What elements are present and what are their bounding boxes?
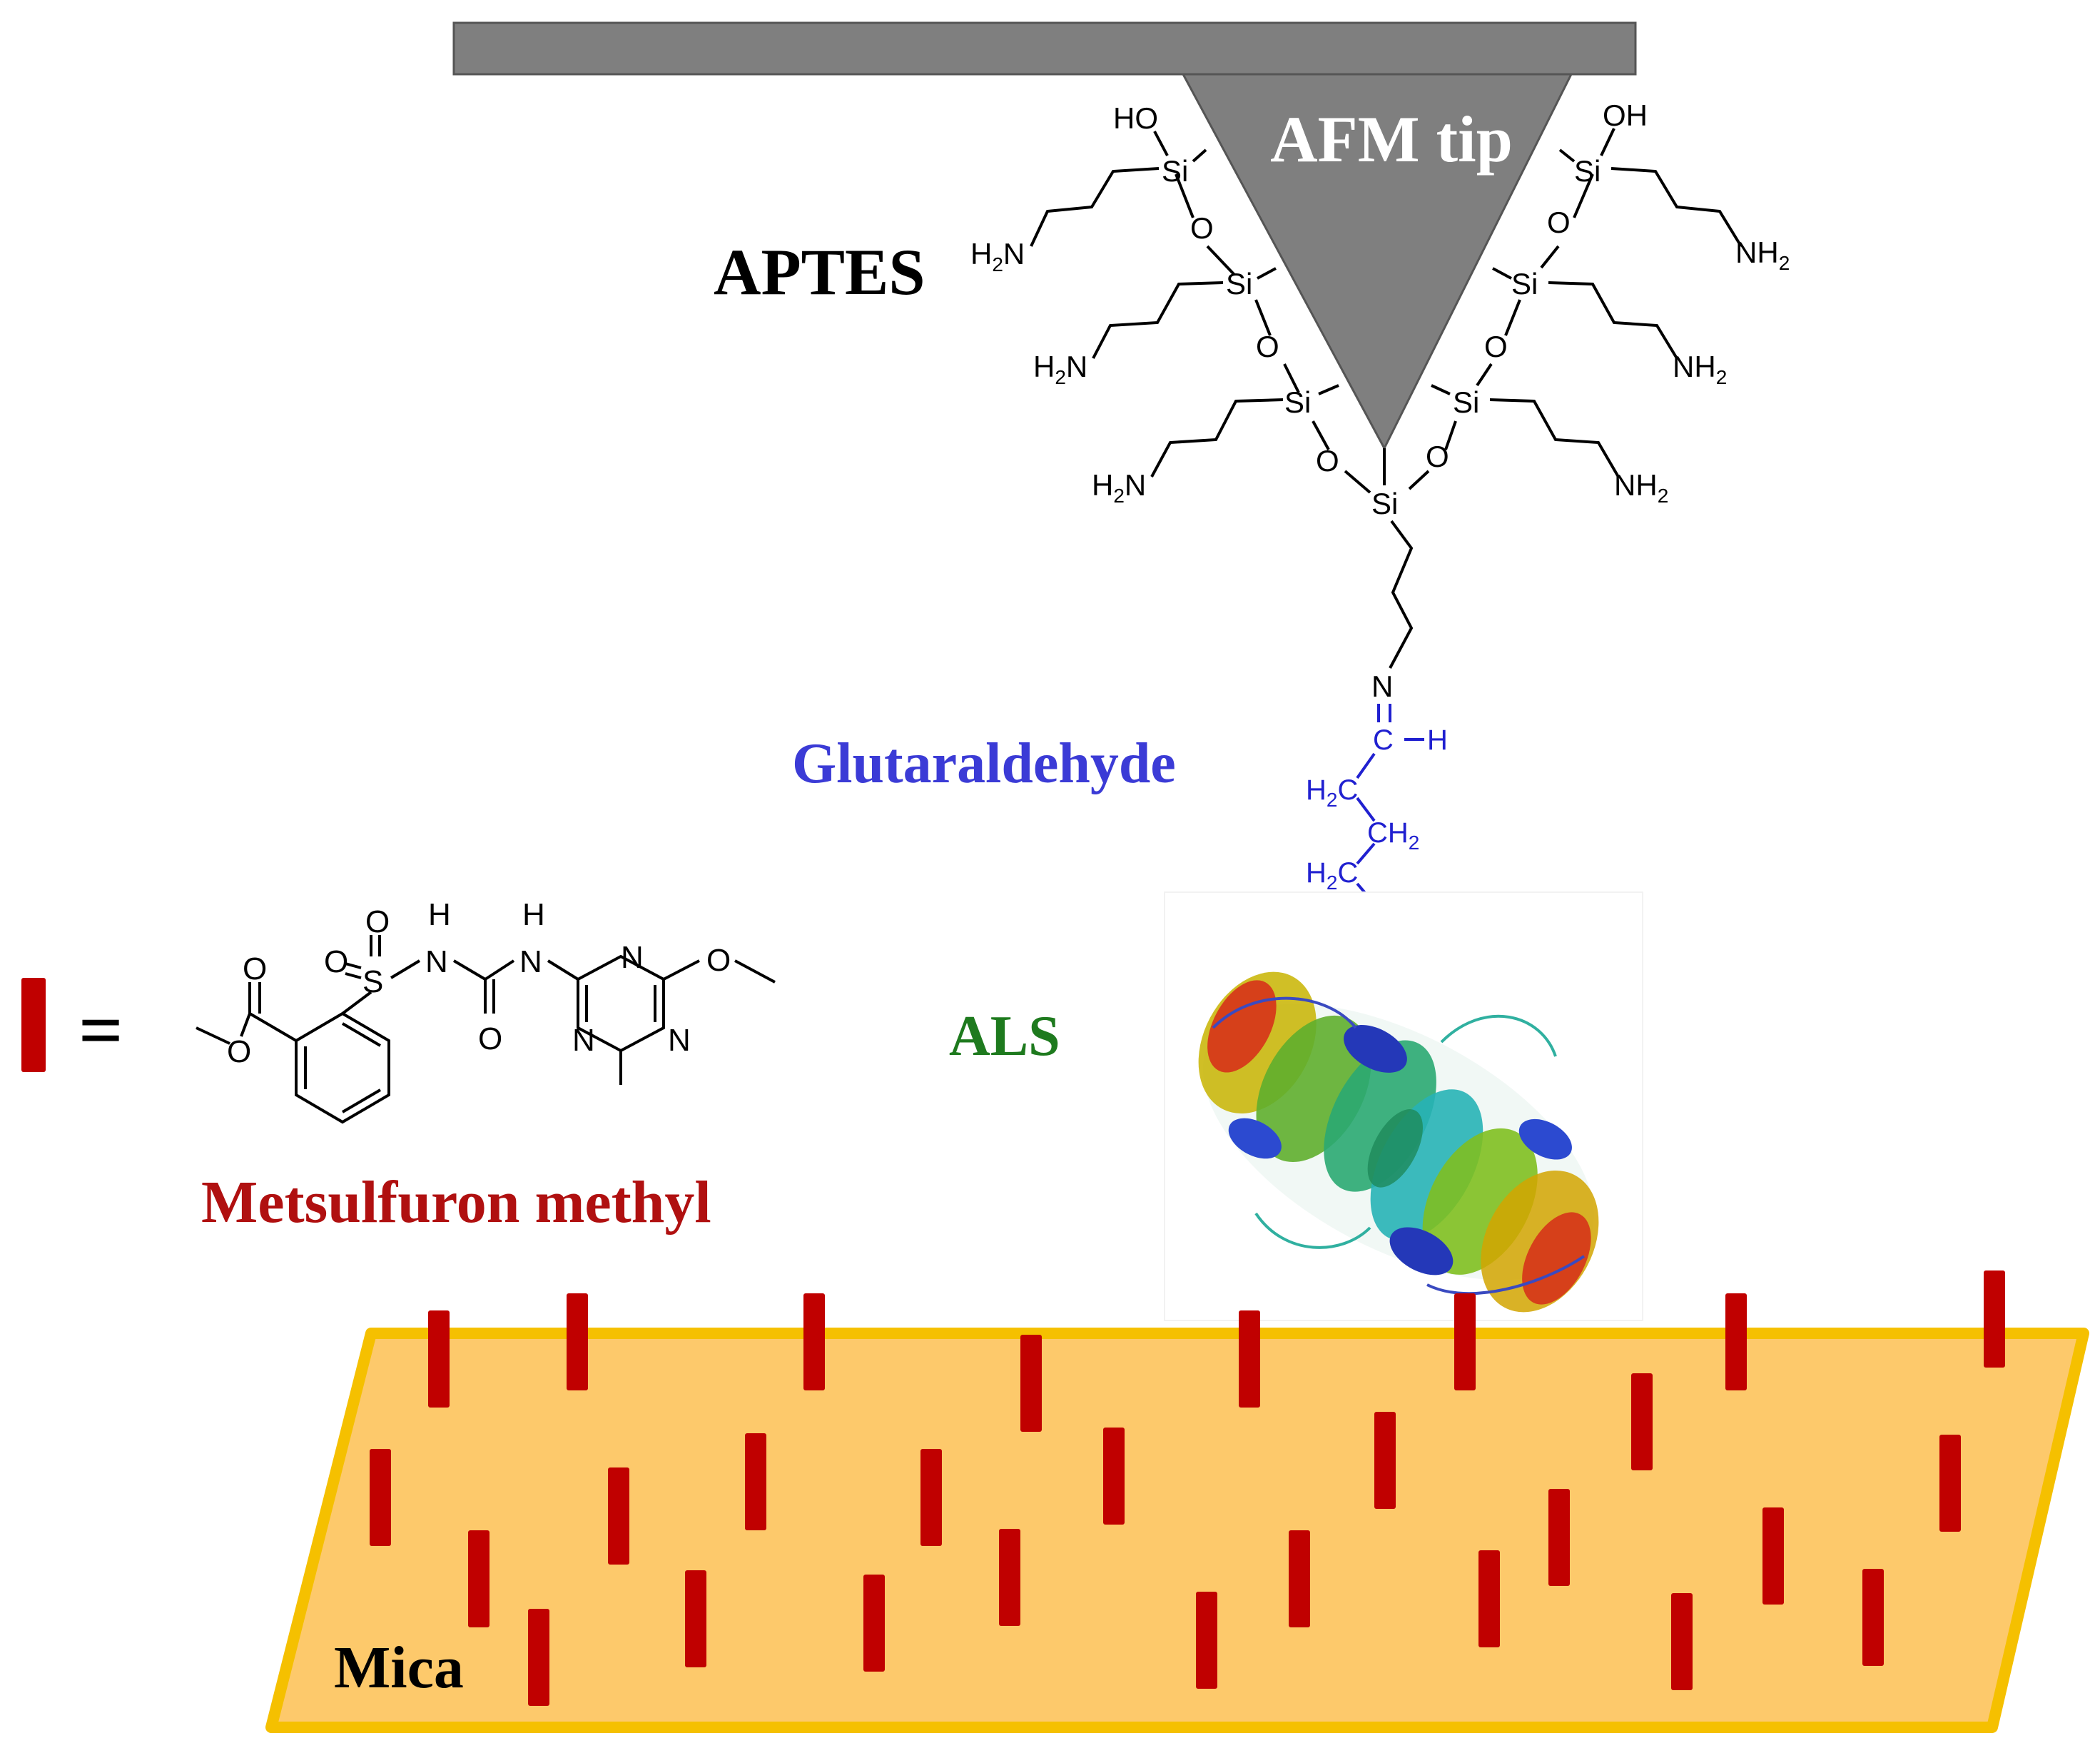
marker-legend-symbol [21, 978, 46, 1072]
amine-left-2: H2N [1033, 350, 1087, 388]
silicon-left-1: Si [1162, 154, 1188, 188]
marker [1984, 1270, 2005, 1368]
aptes-atom-labels: HO OH Si Si O O Si Si O O Si Si O O Si H… [970, 98, 1790, 703]
sulfonyl-oxygen-top: O [365, 904, 390, 939]
marker [1671, 1593, 1693, 1690]
aldehyde-carbon-1: C [1373, 724, 1394, 756]
marker [567, 1293, 588, 1390]
amine-left-3: H2N [1092, 468, 1146, 507]
silicon-center: Si [1371, 487, 1398, 520]
afm-cantilever [452, 21, 1637, 76]
marker [685, 1570, 706, 1667]
marker [1548, 1489, 1570, 1586]
silicon-right-1: Si [1574, 154, 1601, 188]
imine-nitrogen: N [1371, 670, 1393, 703]
marker [1103, 1428, 1125, 1525]
marker [745, 1433, 766, 1530]
marker [1289, 1530, 1310, 1627]
marker [528, 1609, 549, 1706]
sulfur-atom: S [362, 964, 383, 999]
ester-ether-oxygen: O [227, 1034, 251, 1069]
silicon-right-2: Si [1511, 267, 1538, 300]
afm-tip-label: AFM tip [1270, 103, 1513, 176]
triazine-nitrogen-right: N [668, 1023, 691, 1058]
aptes-label: APTES [714, 236, 925, 308]
marker [1020, 1335, 1042, 1432]
mica-substrate [265, 1328, 2089, 1733]
hydroxyl-right: OH [1603, 98, 1648, 132]
methylene-3: H2C [1306, 857, 1358, 894]
triazine-nitrogen-top: N [621, 940, 644, 975]
marker [1239, 1310, 1260, 1408]
amine-left-1: H2N [970, 237, 1025, 276]
marker [1762, 1507, 1784, 1605]
marker [608, 1467, 629, 1565]
oxygen-right-1: O [1547, 206, 1571, 239]
glutaraldehyde-label: Glutaraldehyde [792, 732, 1176, 795]
marker [1631, 1373, 1653, 1470]
legend-equals-sign: = [78, 986, 123, 1073]
marker [803, 1293, 825, 1390]
silicon-left-3: Si [1284, 385, 1311, 419]
urea-carbonyl-oxygen: O [478, 1021, 502, 1056]
marker [863, 1575, 885, 1672]
methylene-1: H2C [1306, 774, 1358, 811]
hydroxyl-left: HO [1113, 101, 1158, 135]
oxygen-right-3: O [1426, 440, 1449, 473]
marker [1478, 1550, 1500, 1647]
methoxy-oxygen: O [706, 943, 731, 978]
metsulfuron-structure [196, 935, 776, 1124]
marker [1454, 1293, 1476, 1390]
marker [1862, 1569, 1884, 1666]
marker [1725, 1293, 1747, 1390]
immobilized-markers [370, 1270, 2005, 1706]
marker [1939, 1435, 1961, 1532]
afm-tip [1181, 73, 1573, 451]
triazine-nitrogen-left: N [572, 1023, 595, 1058]
metsulfuron-atom-labels: O O S O O N H O N H N N N O [227, 897, 731, 1069]
silicon-right-3: Si [1453, 385, 1479, 419]
oxygen-right-2: O [1484, 330, 1508, 363]
methylene-2: CH2 [1367, 817, 1419, 854]
amide-nitrogen-1: N [425, 944, 448, 979]
sulfonyl-oxygen-left: O [324, 944, 348, 979]
als-protein-structure [1164, 891, 1643, 1321]
als-label: ALS [949, 1005, 1060, 1068]
marker [999, 1529, 1020, 1626]
aptes-structure [1030, 128, 1743, 669]
marker [468, 1530, 490, 1627]
marker [1374, 1412, 1396, 1509]
amine-right-3: NH2 [1614, 468, 1668, 507]
oxygen-left-2: O [1256, 330, 1279, 363]
marker [370, 1449, 391, 1546]
amide-hydrogen-1: H [428, 897, 451, 932]
oxygen-left-3: O [1316, 444, 1339, 478]
amide-hydrogen-2: H [522, 897, 545, 932]
ester-carbonyl-oxygen: O [243, 951, 267, 986]
aldehyde-hydrogen-1: H [1427, 724, 1448, 756]
marker [1196, 1592, 1217, 1689]
mica-label: Mica [334, 1635, 464, 1701]
silicon-left-2: Si [1226, 267, 1252, 300]
metsulfuron-methyl-label: Metsulfuron methyl [201, 1169, 711, 1236]
amine-right-2: NH2 [1673, 350, 1727, 388]
oxygen-left-1: O [1190, 211, 1214, 245]
marker [920, 1449, 942, 1546]
amine-right-1: NH2 [1735, 236, 1790, 274]
amide-nitrogen-2: N [519, 944, 542, 979]
marker [428, 1310, 450, 1408]
